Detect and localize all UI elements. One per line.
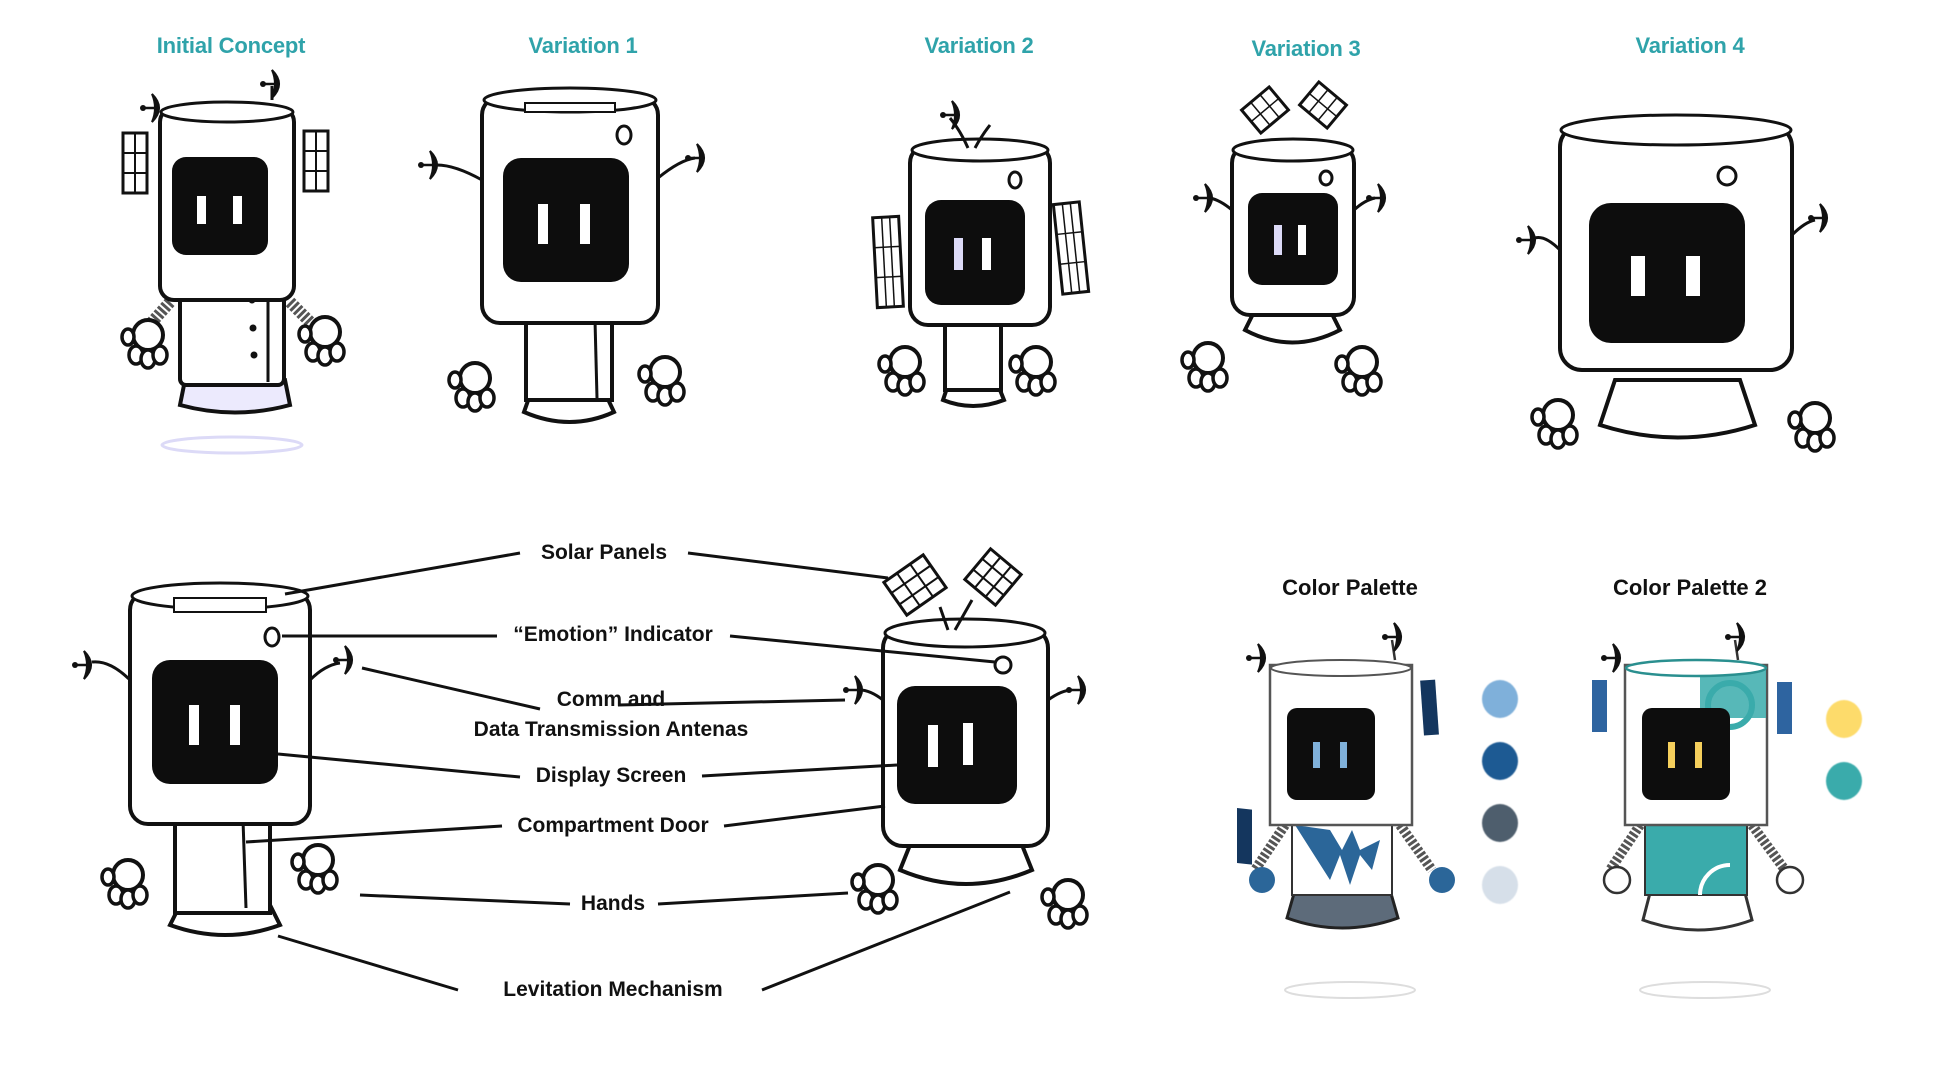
leader-solar-right (687, 551, 889, 580)
palette2-eye (1668, 742, 1675, 768)
color-swatch (1826, 762, 1862, 800)
robot-variation-1 (416, 86, 706, 424)
callout-display-screen: Display Screen (535, 764, 687, 787)
variation-title-initial-concept: Initial Concept (156, 33, 306, 58)
callout-emotion-indicator: “Emotion” Indicator (513, 623, 713, 646)
robot-variation-4 (1514, 113, 1836, 453)
variation-title-4: Variation 4 (1635, 33, 1745, 58)
palette1-eye (1340, 742, 1347, 768)
leader-solar-left (284, 551, 521, 596)
color-swatch (1482, 804, 1518, 842)
leader-antenna-right (617, 698, 846, 707)
palette2-eye (1695, 742, 1702, 768)
levitation-base (177, 378, 293, 415)
robot-variation-3 (1180, 79, 1387, 397)
variation-title-1: Variation 1 (528, 33, 638, 58)
variation-title-2: Variation 2 (924, 33, 1034, 58)
robot-anatomy-right (841, 546, 1089, 930)
callout-antennas-line1: Comm and (556, 688, 666, 711)
palette1-eye (1313, 742, 1320, 768)
palette1-left-hand (1249, 867, 1275, 893)
callout-solar-panels: Solar Panels (540, 541, 668, 564)
callout-leader-lines (245, 551, 1011, 992)
leader-antenna-left (361, 666, 541, 711)
leader-levitation-right (761, 890, 1011, 992)
leader-display-left (277, 752, 521, 779)
callout-antennas: Comm and Data Transmission Antenas (474, 685, 749, 745)
palette-title-2: Color Palette 2 (1612, 575, 1768, 600)
robot-variation-2 (871, 99, 1091, 408)
robot-initial-concept (120, 68, 346, 455)
leader-hands-right (657, 891, 849, 906)
palette1-right-hand (1429, 867, 1455, 893)
callout-hands: Hands (580, 892, 646, 915)
callout-compartment-door: Compartment Door (517, 814, 709, 837)
color-swatch (1826, 700, 1862, 738)
robot-anatomy-left (70, 581, 354, 937)
leader-hands-left (359, 893, 571, 906)
leader-emotion-right (729, 634, 996, 664)
variation-title-3: Variation 3 (1251, 36, 1361, 61)
color-swatch (1482, 680, 1518, 718)
robot-color-palette-1 (1237, 621, 1455, 999)
leader-door-left (245, 824, 503, 844)
palette1-base (1285, 888, 1400, 930)
palette-title-1: Color Palette (1282, 575, 1418, 600)
robot-color-palette-2 (1592, 621, 1805, 999)
callout-levitation-mechanism: Levitation Mechanism (503, 978, 723, 1001)
callout-antennas-line2: Data Transmission Antenas (473, 718, 749, 741)
color-swatch (1482, 866, 1518, 904)
leader-door-right (723, 804, 886, 828)
leader-levitation-left (277, 934, 459, 992)
color-swatch (1482, 742, 1518, 780)
leader-display-right (701, 763, 898, 778)
